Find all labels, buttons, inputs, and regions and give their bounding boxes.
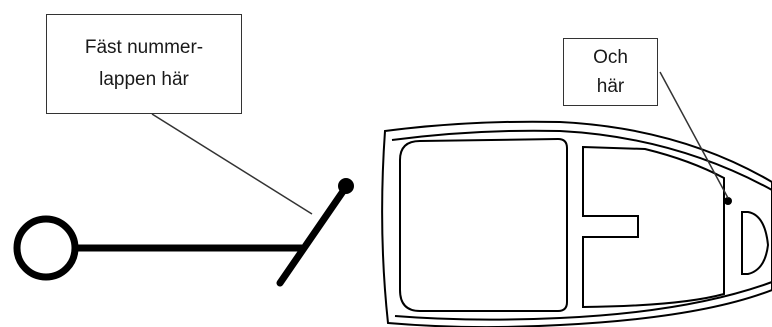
compartment-bow (741, 211, 770, 275)
boat-hull-inner-bottom (394, 281, 772, 321)
boat-hull-inner (391, 129, 772, 191)
hitch-ring (13, 215, 79, 281)
compartment-rear (399, 137, 568, 312)
label-and-here: Och här (563, 38, 658, 106)
tag-holder-knob (338, 178, 354, 194)
label-attach-tag-text: Fäst nummer- lappen här (84, 37, 204, 90)
tag-holder-post (276, 183, 350, 287)
compartment-middle (582, 145, 725, 309)
leader-line-dot (659, 71, 729, 199)
label-and-here-text: Och här (593, 47, 628, 97)
boat-outline (381, 120, 772, 327)
leader-line-tag (151, 113, 313, 215)
tag-marker-dot (724, 197, 732, 205)
label-attach-tag: Fäst nummer- lappen här (46, 14, 242, 114)
trailer-hitch (13, 178, 354, 287)
